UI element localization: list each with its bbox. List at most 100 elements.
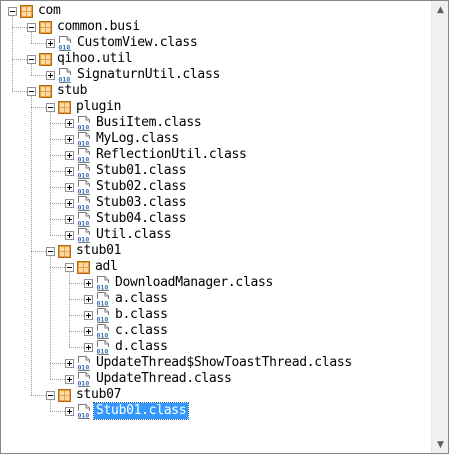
tree-class-node[interactable]: 010 c.class	[96, 323, 170, 339]
plus-box-icon[interactable]	[46, 71, 55, 80]
class-file-icon: 010	[58, 35, 72, 51]
svg-text:010: 010	[78, 187, 90, 195]
tree-connector-line	[31, 96, 32, 395]
package-icon	[39, 20, 52, 34]
minus-box-icon[interactable]	[65, 263, 74, 272]
plus-box-icon[interactable]	[65, 199, 74, 208]
plus-box-icon[interactable]	[65, 183, 74, 192]
plus-box-icon[interactable]	[84, 327, 93, 336]
tree-node-label: SignaturnUtil.class	[77, 67, 221, 82]
tree-connector-line	[31, 32, 32, 43]
tree-node-label: stub01	[76, 243, 122, 258]
package-icon	[39, 52, 52, 66]
plus-box-icon[interactable]	[65, 231, 74, 240]
tree-package-node[interactable]: qihoo.util	[39, 51, 134, 67]
plus-box-icon[interactable]	[65, 375, 74, 384]
plus-box-icon[interactable]	[65, 215, 74, 224]
tree-node-label: Stub01.class	[92, 402, 190, 420]
tree-connector-line	[12, 91, 27, 92]
tree-class-node[interactable]: 010 SignaturnUtil.class	[58, 67, 222, 83]
tree-node-label: d.class	[115, 339, 168, 354]
svg-text:010: 010	[78, 203, 90, 211]
package-icon	[20, 4, 33, 18]
plus-box-icon[interactable]	[84, 311, 93, 320]
plus-box-icon[interactable]	[65, 135, 74, 144]
tree-connector-line	[31, 107, 46, 108]
plus-box-icon[interactable]	[46, 39, 55, 48]
class-file-icon: 010	[77, 371, 91, 387]
plus-box-icon[interactable]	[84, 295, 93, 304]
svg-text:010: 010	[97, 331, 109, 339]
minus-box-icon[interactable]	[27, 55, 36, 64]
class-file-icon: 010	[58, 67, 72, 83]
tree-node-label: DownloadManager.class	[115, 275, 274, 290]
svg-text:010: 010	[97, 283, 109, 291]
tree-node-label: plugin	[76, 99, 122, 114]
svg-text:010: 010	[78, 235, 90, 243]
minus-box-icon[interactable]	[46, 391, 55, 400]
plus-box-icon[interactable]	[65, 359, 74, 368]
class-file-icon: 010	[96, 339, 110, 355]
tree-class-node[interactable]: 010 DownloadManager.class	[96, 275, 275, 291]
tree-package-node[interactable]: stub01	[58, 243, 123, 259]
tree-package-node[interactable]: adl	[77, 259, 120, 275]
svg-text:010: 010	[59, 75, 71, 83]
tree-connector-line	[50, 379, 65, 380]
vertical-scrollbar[interactable]: ▲ ▼	[431, 1, 448, 453]
package-icon	[58, 100, 71, 114]
minus-box-icon[interactable]	[46, 247, 55, 256]
tree-node-label: a.class	[115, 291, 168, 306]
minus-box-icon[interactable]	[27, 87, 36, 96]
tree-package-node[interactable]: plugin	[58, 99, 123, 115]
class-file-icon: 010	[77, 355, 91, 371]
tree-class-node[interactable]: 010 a.class	[96, 291, 170, 307]
minus-box-icon[interactable]	[8, 7, 17, 16]
tree-node-label: Stub04.class	[96, 211, 187, 226]
svg-text:010: 010	[78, 155, 90, 163]
tree-package-node[interactable]: stub07	[58, 387, 123, 403]
tree-class-node[interactable]: 010 d.class	[96, 339, 170, 355]
tree-connector-line	[50, 187, 65, 188]
tree-node-label: c.class	[115, 323, 168, 338]
class-file-icon: 010	[77, 115, 91, 131]
plus-box-icon[interactable]	[65, 407, 74, 416]
plus-box-icon[interactable]	[84, 343, 93, 352]
minus-box-icon[interactable]	[27, 23, 36, 32]
tree-package-node[interactable]: stub	[39, 83, 89, 99]
tree-package-node[interactable]: com	[20, 3, 63, 19]
scroll-down-arrow-icon[interactable]: ▼	[437, 439, 444, 450]
scroll-up-arrow-icon[interactable]: ▲	[437, 4, 444, 15]
plus-box-icon[interactable]	[84, 279, 93, 288]
class-file-icon: 010	[77, 179, 91, 195]
svg-text:010: 010	[97, 299, 109, 307]
plus-box-icon[interactable]	[65, 167, 74, 176]
plus-box-icon[interactable]	[65, 151, 74, 160]
plus-box-icon[interactable]	[65, 119, 74, 128]
tree-connector-line	[50, 155, 65, 156]
tree-connector-line	[69, 299, 84, 300]
minus-box-icon[interactable]	[46, 103, 55, 112]
tree-connector-line	[50, 411, 65, 412]
tree-connector-line	[31, 395, 46, 396]
tree-connector-line	[31, 64, 32, 75]
tree-connector-line	[50, 219, 65, 220]
tree-connector-line	[50, 171, 65, 172]
tree-package-node[interactable]: common.busi	[39, 19, 142, 35]
tree-node-label: stub07	[76, 387, 122, 402]
svg-text:010: 010	[97, 315, 109, 323]
